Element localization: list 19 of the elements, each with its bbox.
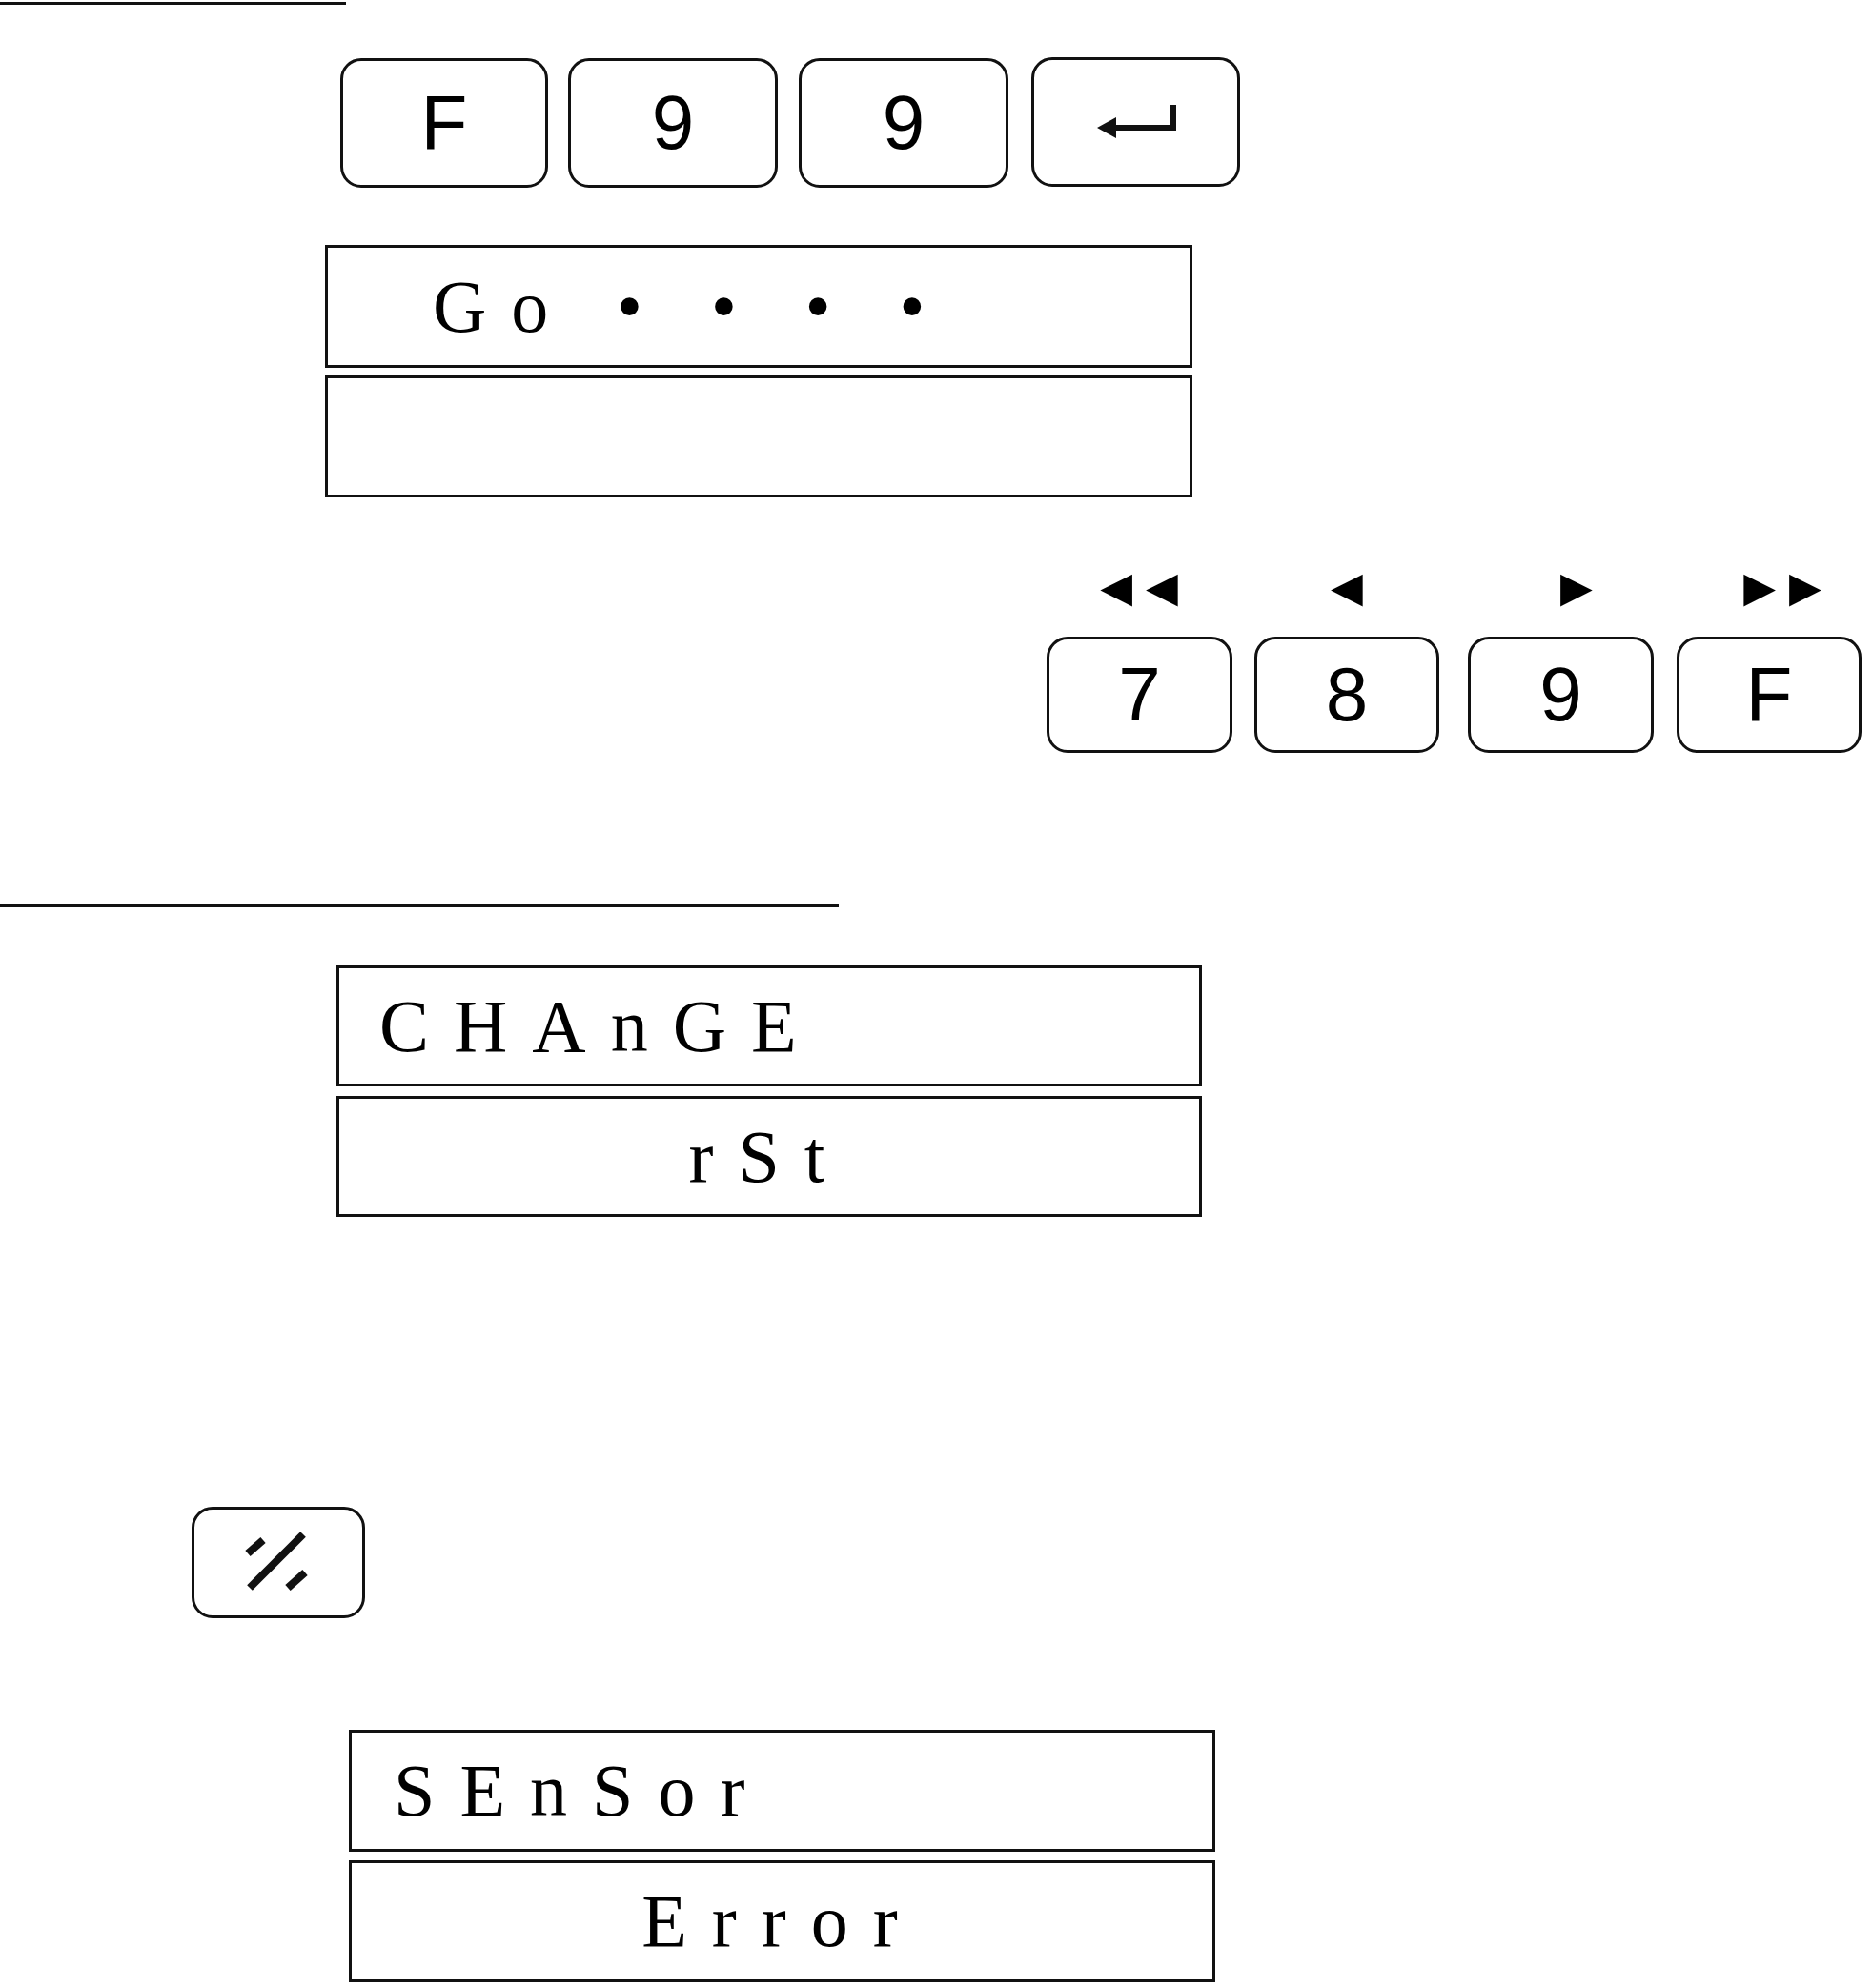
display-row: Go • • • • xyxy=(325,245,1192,368)
key-button: 7 xyxy=(1047,637,1232,753)
key-button: F xyxy=(340,58,548,188)
key-button: 8 xyxy=(1254,637,1439,753)
display-row: rSt xyxy=(336,1096,1202,1217)
display-row: SEnSor xyxy=(349,1730,1215,1852)
direction-symbol: ◀ ◀ xyxy=(1100,562,1178,611)
key-button: F xyxy=(1677,637,1862,753)
key-button: 9 xyxy=(799,58,1008,188)
display-row: CHAnGE xyxy=(336,965,1202,1086)
key-button: 9 xyxy=(568,58,778,188)
direction-symbol: ▶ xyxy=(1560,562,1593,611)
display-row xyxy=(325,375,1192,497)
direction-symbol: ◀ xyxy=(1331,562,1363,611)
direction-symbol: ▶ ▶ xyxy=(1743,562,1821,611)
key-button xyxy=(1031,57,1240,187)
key-button: 9 xyxy=(1468,637,1654,753)
display-row: Error xyxy=(349,1860,1215,1982)
key-button xyxy=(192,1507,365,1618)
